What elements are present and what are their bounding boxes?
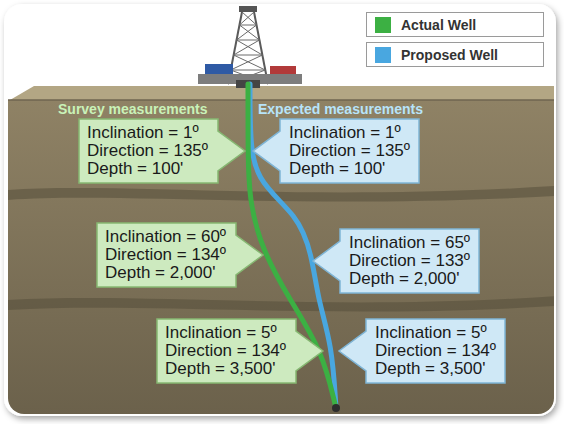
legend-item: Proposed Well (366, 42, 544, 67)
measurement-text: Direction = 135º (289, 142, 410, 160)
callout-shape (97, 223, 263, 287)
measurement-text: Depth = 3,500' (165, 360, 276, 378)
drill-bit (332, 404, 340, 412)
legend-text: Actual Well (401, 17, 476, 33)
column-heading: Expected measurements (258, 101, 423, 117)
column-heading: Survey measurements (58, 101, 207, 117)
survey-callout: Inclination = 60ºDirection = 134ºDepth =… (96, 222, 264, 288)
measurement-text: Depth = 100' (87, 160, 183, 178)
measurement-text: Inclination = 1º (289, 124, 401, 142)
measurement-text: Direction = 134º (375, 342, 496, 360)
measurement-text: Inclination = 5º (375, 324, 487, 342)
survey-callout: Inclination = 5ºDirection = 134ºDepth = … (156, 318, 324, 384)
expected-callout: Inclination = 1ºDirection = 135ºDepth = … (252, 118, 420, 184)
derrick-brace (237, 40, 260, 41)
callout-shape (157, 319, 323, 383)
callout-shape (79, 119, 245, 183)
measurement-text: Depth = 100' (289, 160, 385, 178)
expected-callout: Inclination = 65ºDirection = 133ºDepth =… (312, 228, 480, 294)
derrick-brace (234, 55, 263, 56)
callout-shape (253, 119, 419, 183)
survey-callout: Inclination = 1ºDirection = 135ºDepth = … (78, 118, 246, 184)
derrick-brace (231, 12, 268, 84)
measurement-text: Direction = 134º (105, 246, 226, 264)
measurement-text: Direction = 133º (349, 252, 470, 270)
drilling-rig (198, 6, 302, 88)
derrick-brace (240, 25, 257, 26)
callout-shape (339, 319, 505, 383)
measurement-text: Inclination = 5º (165, 324, 277, 342)
surface-edge (8, 99, 554, 101)
rock-stratum (8, 296, 554, 312)
crown-block (239, 6, 257, 12)
measurement-text: Inclination = 65º (349, 234, 470, 252)
legend-swatch (375, 17, 391, 33)
derrick-brace (228, 12, 265, 84)
measurement-text: Depth = 2,000' (105, 264, 216, 282)
legend-text: Proposed Well (401, 47, 498, 63)
measurement-text: Inclination = 60º (105, 228, 226, 246)
callout-shape (313, 229, 479, 293)
measurement-text: Inclination = 1º (87, 124, 199, 142)
derrick-brace (231, 70, 266, 71)
picture-frame (4, 4, 556, 416)
earth-block (8, 100, 554, 414)
measurement-text: Direction = 135º (87, 142, 208, 160)
legend-item: Actual Well (366, 12, 544, 37)
expected-callout: Inclination = 5ºDirection = 134ºDepth = … (338, 318, 506, 384)
measurement-text: Depth = 3,500' (375, 360, 486, 378)
measurement-text: Depth = 2,000' (349, 270, 460, 288)
measurement-text: Direction = 134º (165, 342, 286, 360)
ground-surface (10, 86, 554, 100)
legend-swatch (375, 47, 391, 63)
